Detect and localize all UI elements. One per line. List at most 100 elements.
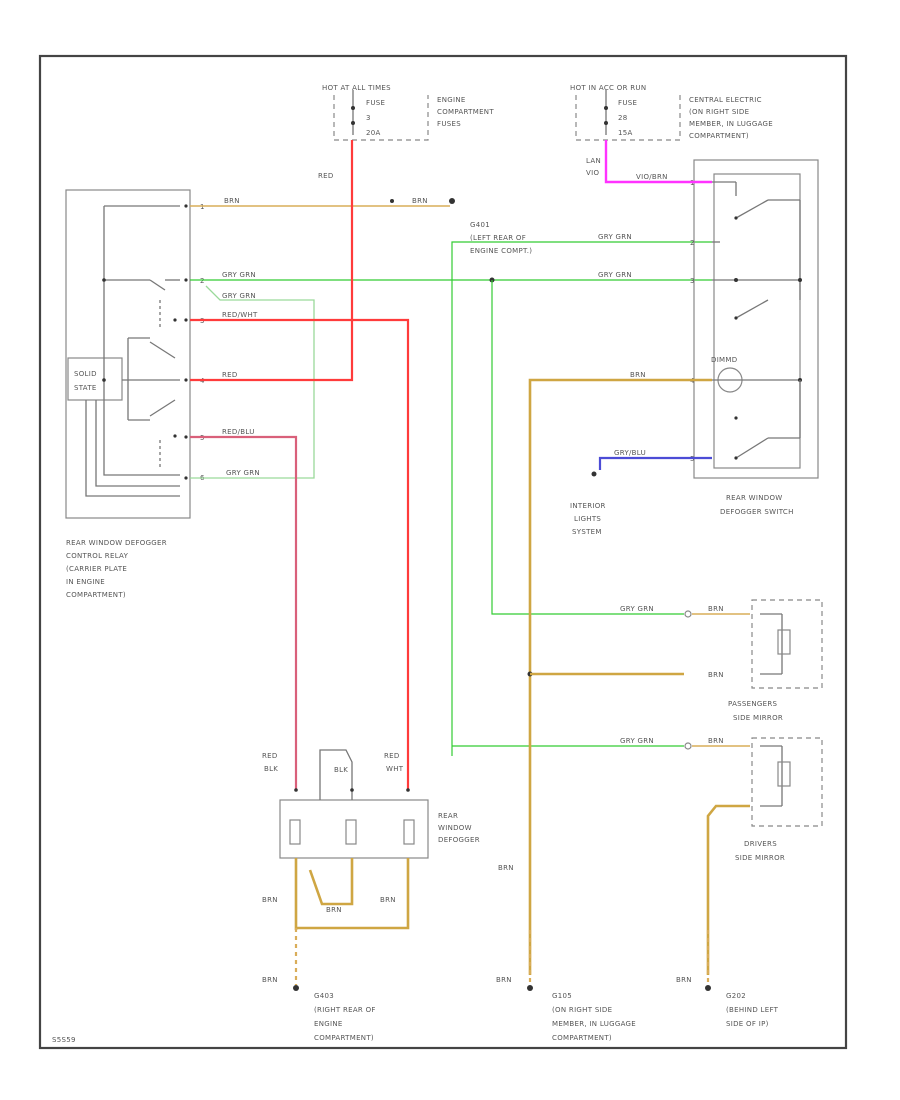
svg-text:20A: 20A [366, 129, 381, 137]
svg-text:GRY/BLU: GRY/BLU [614, 449, 646, 457]
svg-text:GRY GRN: GRY GRN [222, 271, 256, 279]
svg-text:COMPARTMENT): COMPARTMENT) [66, 591, 126, 599]
svg-text:LAN: LAN [586, 157, 601, 165]
svg-text:RED/BLU: RED/BLU [222, 428, 255, 436]
svg-text:(BEHIND LEFT: (BEHIND LEFT [726, 1006, 779, 1014]
driver-side-mirror: BRN DRIVERS SIDE MIRROR [684, 737, 823, 975]
svg-text:(CARRIER PLATE: (CARRIER PLATE [66, 565, 127, 573]
svg-text:BRN: BRN [380, 896, 396, 904]
svg-text:DEFOGGER: DEFOGGER [438, 836, 480, 844]
svg-text:GRY GRN: GRY GRN [222, 292, 256, 300]
svg-text:(ON RIGHT SIDE: (ON RIGHT SIDE [689, 108, 749, 116]
svg-text:GRY GRN: GRY GRN [598, 271, 632, 279]
svg-text:CONTROL RELAY: CONTROL RELAY [66, 552, 129, 560]
svg-text:28: 28 [618, 114, 628, 122]
svg-text:FUSE: FUSE [366, 99, 385, 107]
svg-text:BRN: BRN [262, 896, 278, 904]
svg-text:BRN: BRN [708, 737, 724, 745]
svg-text:RED: RED [222, 371, 238, 379]
interior-lights-label: INTERIOR [570, 502, 606, 510]
svg-text:WHT: WHT [386, 765, 404, 773]
svg-text:2: 2 [200, 277, 205, 285]
svg-text:SIDE MIRROR: SIDE MIRROR [735, 854, 785, 862]
svg-text:RED: RED [384, 752, 400, 760]
svg-text:COMPARTMENT): COMPARTMENT) [552, 1034, 612, 1042]
wire-red-fuse [190, 140, 354, 382]
svg-text:BRN: BRN [708, 605, 724, 613]
g105-label: G105 [552, 992, 572, 1000]
svg-text:GRY GRN: GRY GRN [226, 469, 260, 477]
defogger-control-relay: SOLID STATE 1 2 3 4 5 6 REAR WINDOW DEFO… [65, 189, 205, 599]
svg-text:FUSE: FUSE [618, 99, 637, 107]
svg-text:SIDE MIRROR: SIDE MIRROR [733, 714, 783, 722]
svg-text:SYSTEM: SYSTEM [572, 528, 602, 536]
svg-text:LIGHTS: LIGHTS [574, 515, 601, 523]
ground-g202: BRN G202 (BEHIND LEFT SIDE OF IP) [676, 930, 779, 1028]
svg-text:(RIGHT REAR OF: (RIGHT REAR OF [314, 1006, 376, 1014]
wire-gry-blu [598, 456, 712, 470]
svg-text:(LEFT REAR OF: (LEFT REAR OF [470, 234, 526, 242]
svg-text:COMPARTMENT): COMPARTMENT) [314, 1034, 374, 1042]
svg-text:MEMBER, IN LUGGAGE: MEMBER, IN LUGGAGE [552, 1020, 636, 1028]
wire-red-wht [190, 318, 410, 790]
wire-vio-brn [604, 140, 712, 184]
rear-window-defogger-switch: DIMMD 1 2 3 4 5 REAR WINDOW DEFOGGER SWI… [690, 159, 819, 516]
svg-text:(ON RIGHT SIDE: (ON RIGHT SIDE [552, 1006, 612, 1014]
svg-text:1: 1 [200, 203, 205, 211]
svg-text:ENGINE COMPT.): ENGINE COMPT.) [470, 247, 532, 255]
svg-text:FUSES: FUSES [437, 120, 461, 128]
svg-text:3: 3 [690, 277, 695, 285]
svg-text:ENGINE: ENGINE [314, 1020, 343, 1028]
svg-text:HOT IN ACC OR RUN: HOT IN ACC OR RUN [570, 84, 646, 92]
svg-text:HOT AT ALL TIMES: HOT AT ALL TIMES [322, 84, 391, 92]
svg-text:2: 2 [690, 239, 695, 247]
engine-compartment-fuse: HOT AT ALL TIMES FUSE 3 20A ENGINE COMPA… [322, 84, 494, 141]
wire-red-blu [190, 435, 298, 790]
diagram-frame [38, 54, 848, 1050]
wire-brn-g105 [528, 378, 712, 975]
svg-text:RED/WHT: RED/WHT [222, 311, 258, 319]
svg-text:BRN: BRN [498, 864, 514, 872]
svg-text:GRY GRN: GRY GRN [598, 233, 632, 241]
svg-text:COMPARTMENT): COMPARTMENT) [689, 132, 749, 140]
svg-text:COMPARTMENT: COMPARTMENT [437, 108, 494, 116]
svg-text:BLK: BLK [264, 765, 278, 773]
rear-window-defogger: BLK RED BLK RED WHT REAR WINDOW DEFOGGER [262, 749, 480, 859]
svg-text:VIO: VIO [586, 169, 599, 177]
svg-text:BRN: BRN [224, 197, 240, 205]
central-electric-fuse: HOT IN ACC OR RUN FUSE 28 15A CENTRAL EL… [570, 84, 773, 141]
driver-mirror-label: DRIVERS [744, 840, 777, 848]
svg-text:DIMMD: DIMMD [711, 356, 737, 364]
svg-text:BRN: BRN [630, 371, 646, 379]
svg-text:ENGINE: ENGINE [437, 96, 466, 104]
ground-g403: BRN G403 (RIGHT REAR OF ENGINE COMPARTME… [262, 928, 376, 1042]
svg-text:RED: RED [318, 172, 334, 180]
footer-code: S5S59 [52, 1036, 76, 1044]
svg-text:GRY GRN: GRY GRN [620, 737, 654, 745]
svg-text:BRN: BRN [708, 671, 724, 679]
svg-text:RED: RED [262, 752, 278, 760]
svg-text:BRN: BRN [676, 976, 692, 984]
svg-text:3: 3 [366, 114, 371, 122]
switch-title: REAR WINDOW [726, 494, 783, 502]
svg-text:15A: 15A [618, 129, 633, 137]
svg-text:VIO/BRN: VIO/BRN [636, 173, 668, 181]
relay-title: REAR WINDOW DEFOGGER [66, 539, 167, 547]
svg-text:DEFOGGER SWITCH: DEFOGGER SWITCH [720, 508, 794, 516]
g403-label: G403 [314, 992, 334, 1000]
svg-text:GRY GRN: GRY GRN [620, 605, 654, 613]
solid-state-label-2: STATE [74, 384, 97, 392]
passenger-mirror-label: PASSENGERS [728, 700, 778, 708]
g401-label: G401 [470, 221, 490, 229]
svg-text:BRN: BRN [412, 197, 428, 205]
svg-text:BLK: BLK [334, 766, 348, 774]
defogger-label: REAR [438, 812, 458, 820]
svg-text:CENTRAL ELECTRIC: CENTRAL ELECTRIC [689, 96, 762, 104]
svg-text:IN ENGINE: IN ENGINE [66, 578, 105, 586]
g202-label: G202 [726, 992, 746, 1000]
ground-g105: BRN G105 (ON RIGHT SIDE MEMBER, IN LUGGA… [496, 930, 636, 1042]
svg-text:BRN: BRN [262, 976, 278, 984]
passenger-side-mirror: BRN PASSENGERS SIDE MIRROR [684, 599, 823, 722]
svg-text:SIDE OF IP): SIDE OF IP) [726, 1020, 769, 1028]
